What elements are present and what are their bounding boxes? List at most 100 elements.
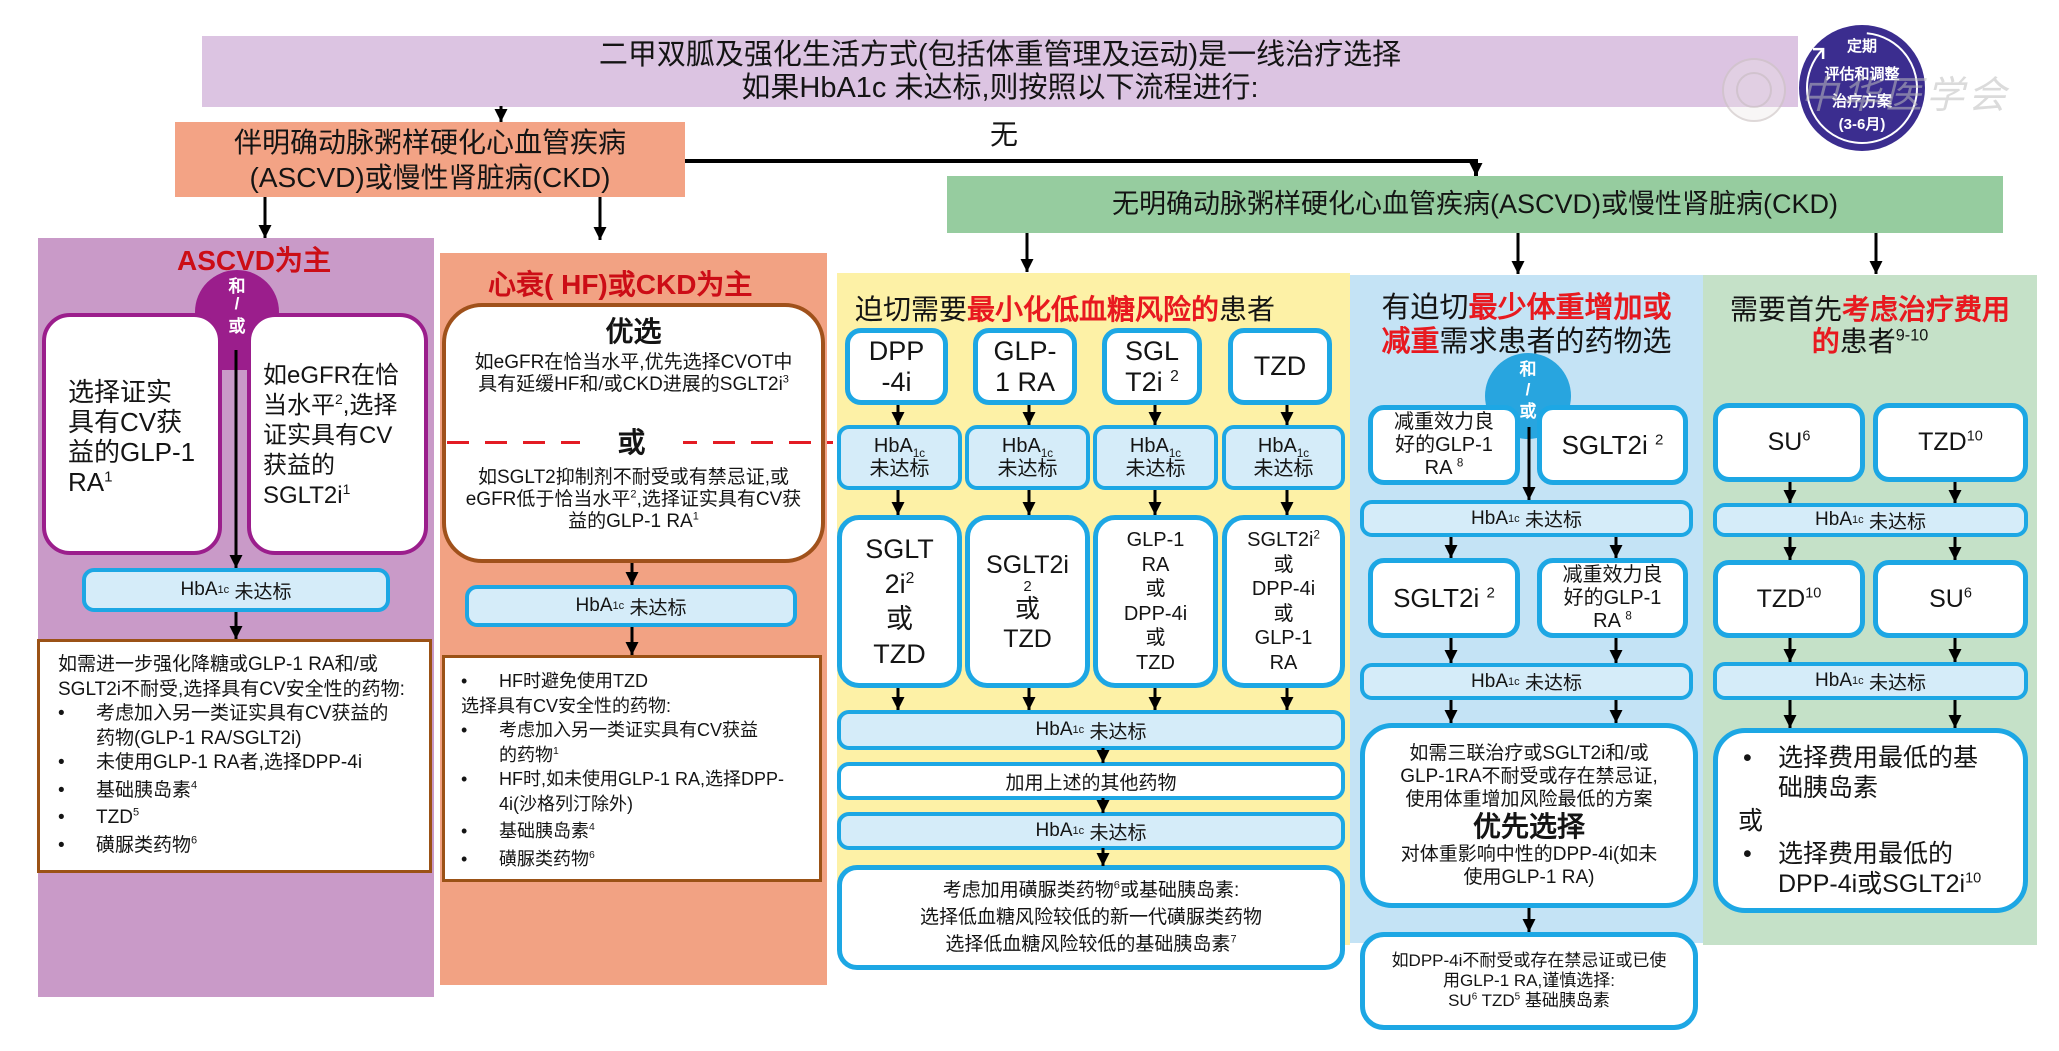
line-text: eGFR低于恰当水平 (465, 489, 631, 510)
text-line: HbA1c (874, 435, 926, 460)
badge-line: (3-6月) (1838, 116, 1886, 133)
hba1c-subscript: 1c (1040, 446, 1054, 460)
text-line: RA (1141, 553, 1170, 576)
line-text: SU (1767, 428, 1803, 456)
text-line: SU6 (1929, 585, 1972, 614)
text-line: 考虑加入另一类证实具有CV获益的 (96, 703, 389, 724)
panel-title: ASCVD为主 (177, 245, 332, 276)
hba1c-suffix: 未达标 (1253, 457, 1314, 480)
line-text: 磺脲类药物 (499, 848, 589, 869)
second-drug-box: SGLT2i2 或 DPP-4i 或 GLP-1 RA (1222, 515, 1345, 688)
hba1c-suffix: 未达标 (1089, 721, 1147, 743)
preferred-heading: 优选 (605, 316, 662, 347)
text-line: SGLT2i (986, 550, 1069, 579)
text-line: DPP-4i (1123, 602, 1188, 625)
text-line: TZD (873, 638, 926, 669)
text-line: 考虑加用磺脲类药物6或基础胰岛素: (943, 877, 1239, 904)
text-line: 4i(沙格列汀除外) (499, 793, 633, 814)
superscript: 2 (335, 391, 343, 407)
line-text: T2i (1125, 366, 1171, 397)
line-text: ,选择证实具有CV获 (636, 489, 802, 510)
text-line: RA (1269, 651, 1298, 674)
header-line-2: 如果HbA1c 未达标,则按照以下流程进行: (741, 72, 1259, 104)
option-glp1-ra-box: 选择证实 具有CV获 益的GLP-1 RA1 (42, 313, 222, 555)
list-item: • TZD5 (58, 806, 421, 831)
superscript: 2 (1170, 367, 1179, 385)
text-line: 基础胰岛素4 (499, 819, 811, 844)
second-drug-box: SGLT 2i2 或 TZD (837, 515, 962, 688)
list-item: • 考虑加入另一类证实具有CV获益的 药物(GLP-1 RA/SGLT2i) (58, 702, 421, 751)
line-text: 当水平 (263, 392, 335, 419)
line-text: 具有延缓HF和/或CKD进展的SGLT2i (478, 374, 783, 395)
bullet-icon: • (461, 821, 468, 841)
panel-title: 迫切需要最小化低血糖风险的患者 (855, 293, 1275, 327)
glp1ra-weight-loss-box: 减重效力良 好的GLP-1 RA 8 (1368, 405, 1520, 485)
text-line: SU6 TZD5 基础胰岛素 (1448, 991, 1610, 1011)
text-line: 或 (1014, 594, 1040, 623)
hba1c-prefix: HbA (1129, 434, 1169, 457)
su-box: SU6 (1873, 560, 2028, 638)
preferred-heading: 优先选择 (1472, 811, 1585, 842)
text-line: RA 8 (1425, 457, 1464, 480)
tzd-box: TZD10 (1713, 560, 1865, 638)
text-line: 当水平2,选择 (263, 391, 424, 421)
hba1c-suffix: 未达标 (1524, 673, 1582, 694)
hba1c-subscript: 1c (912, 446, 926, 460)
alternative-text: 如SGLT2抑制剂不耐受或有禁忌证,或 eGFR低于恰当水平2,选择证实具有CV… (446, 467, 821, 533)
text-line: HF时,如未使用GLP-1 RA,选择DPP- (499, 769, 785, 789)
or-label: 或 (580, 425, 683, 461)
hba1c-suffix: 未达标 (1868, 672, 1926, 694)
title-highlight: 考虑治疗费用 (1842, 294, 2011, 325)
list-item: • 未使用GLP-1 RA者,选择DPP-4i (58, 751, 421, 776)
text-line: DPP (868, 335, 925, 366)
text-line: HbA1c (1258, 435, 1310, 460)
panel-title-line-1: 有迫切最少体重增加或 (1350, 291, 1703, 325)
badge-line: 定期 (1846, 38, 1877, 55)
text-line: HbA1c (1129, 434, 1181, 459)
line-text: SU (1929, 584, 1964, 613)
title-text: 迫切需要 (855, 294, 968, 325)
hba1c-suffix: 未达标 (234, 581, 292, 603)
hba1c-prefix: HbA (1035, 719, 1073, 740)
text-line: 如SGLT2抑制剂不耐受或有禁忌证,或 (477, 467, 790, 488)
cycle-arrow-icon (1805, 32, 1918, 144)
drug-box-tzd: TZD (1228, 328, 1332, 405)
hba1c-subscript: 1c (1296, 446, 1310, 460)
text-line: 使用GLP-1 RA) (1463, 867, 1595, 888)
line-text: 基础胰岛素 (96, 779, 192, 801)
title-highlight: 的 (1811, 326, 1840, 357)
hf-ckd-panel: 心衰( HF)或CKD为主 优选 如eGFR在恰当水平,优先选择CVOT中 具有… (440, 253, 833, 985)
slash-label: / (1525, 380, 1531, 399)
text-line: 选择具有CV安全性的药物: (461, 695, 672, 716)
superscript: 5 (1514, 991, 1521, 1003)
triple-therapy-box: 如需三联治疗或SGLT2i和/或 GLP-1RA不耐受或存在禁忌证, 使用体重增… (1360, 723, 1698, 908)
lowest-cost-options-box: • 选择费用最低的基 础胰岛素 或 • 选择费用最低的 DPP-4i或SGLT2… (1713, 728, 2028, 913)
text-line: RA1 (68, 467, 218, 497)
text-line: SGL (1124, 335, 1180, 366)
text-line: 础胰岛素 (1778, 773, 1879, 802)
text-line: 的药物1 (499, 743, 811, 768)
panel-title-line-1: 需要首先考虑治疗费用 (1703, 293, 2037, 327)
hba1c-prefix: HbA (1815, 509, 1853, 530)
superscript: 6 (589, 849, 595, 861)
text-line: 使用体重增加风险最低的方案 (1405, 789, 1653, 810)
text-line: GLP-1 (1126, 529, 1185, 551)
text-line: SGLT2i 2 (1562, 430, 1664, 461)
hba1c-suffix: 未达标 (1089, 822, 1147, 844)
superscript: 1 (342, 481, 351, 497)
text-line: 选择低血糖风险较低的新一代磺脲类药物 (919, 907, 1262, 928)
hba1c-prefix: HbA (180, 579, 218, 600)
superscript: 5 (132, 806, 140, 819)
text-line: GLP-1 (1254, 627, 1313, 649)
title-text: 需求患者的药物选 (1439, 326, 1672, 358)
panel-title: 心衰( HF)或CKD为主 (488, 269, 753, 300)
text-line: TZD (1003, 624, 1052, 653)
line-text: TZD (96, 807, 133, 828)
superscript: 1 (553, 745, 559, 757)
text-line: 选择低血糖风险较低的基础胰岛素7 (945, 931, 1236, 958)
